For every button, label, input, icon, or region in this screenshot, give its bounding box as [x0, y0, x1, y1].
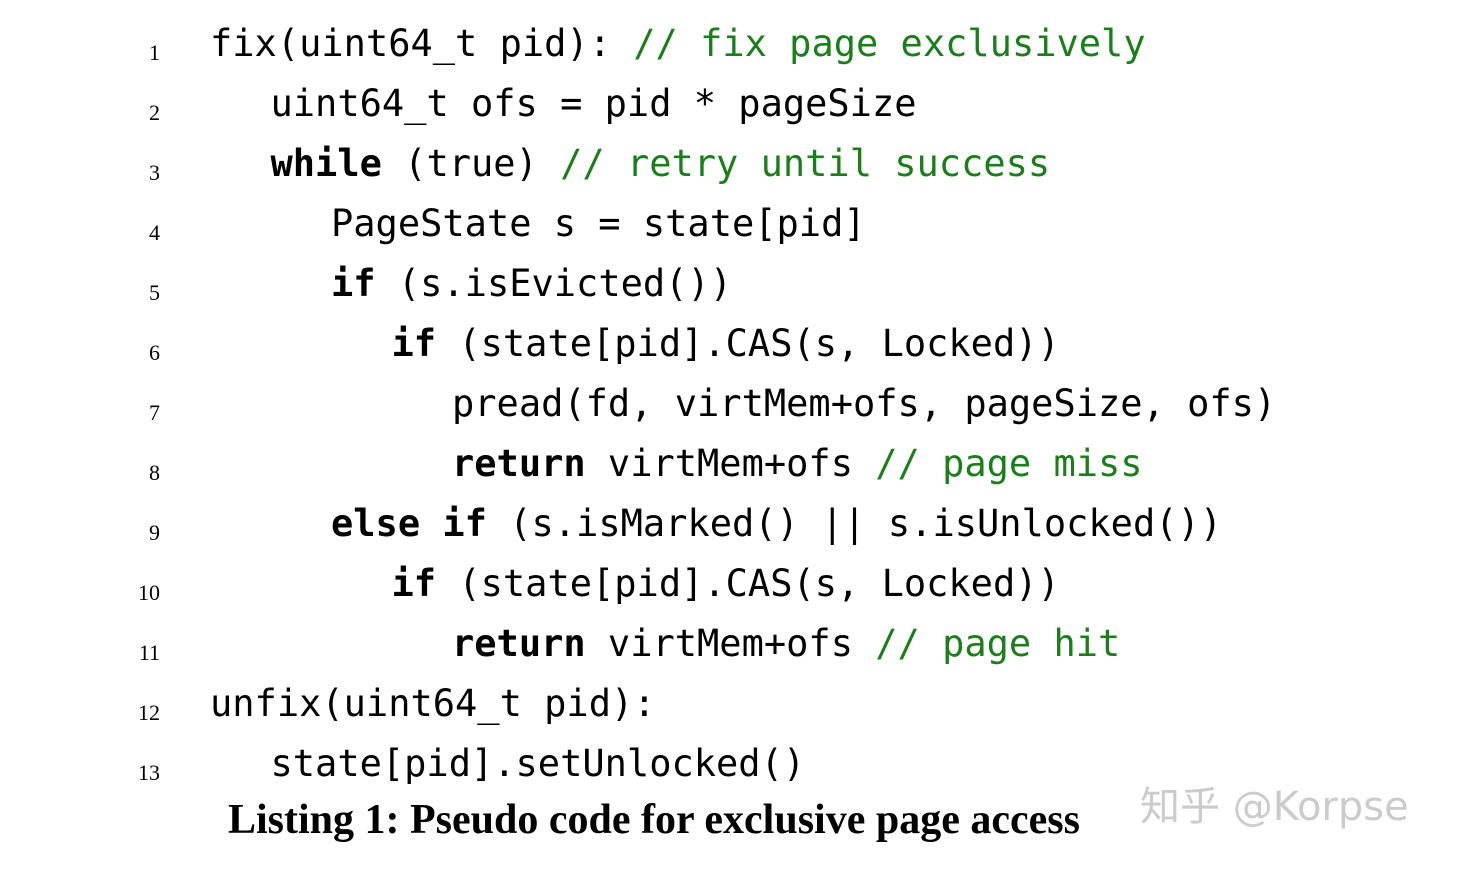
- line-number: 3: [149, 160, 160, 185]
- code-token: state[pid].setUnlocked(): [270, 742, 806, 785]
- keyword: return: [452, 442, 586, 485]
- code-line: 10 if (state[pid].CAS(s, Locked)): [0, 554, 1458, 614]
- line-number: 6: [149, 340, 160, 365]
- code-text: fix(uint64_t pid): // fix page exclusive…: [210, 14, 1146, 74]
- code-line: 5 if (s.isEvicted()): [0, 254, 1458, 314]
- watermark: 知乎 @Korpse: [1140, 784, 1409, 830]
- code-token: (s.isMarked() || s.isUnlocked()): [486, 502, 1223, 545]
- code-line: 3 while (true) // retry until success: [0, 134, 1458, 194]
- keyword: return: [452, 622, 586, 665]
- code-token: uint64_t ofs = pid * pageSize: [270, 82, 917, 125]
- code-text: else if (s.isMarked() || s.isUnlocked()): [331, 494, 1222, 554]
- comment: // page hit: [875, 622, 1121, 665]
- code-token: PageState s = state[pid]: [331, 202, 866, 245]
- code-token: (true): [381, 142, 561, 185]
- code-token: pread(fd, virtMem+ofs, pageSize, ofs): [452, 382, 1277, 425]
- code-line: 11 return virtMem+ofs // page hit: [0, 614, 1458, 674]
- comment: // retry until success: [560, 142, 1051, 185]
- code-token: virtMem+ofs: [585, 622, 876, 665]
- code-token: (s.isEvicted()): [375, 262, 732, 305]
- code-token: unfix(uint64_t pid):: [210, 682, 656, 725]
- line-number: 1: [149, 40, 160, 65]
- code-line: 9 else if (s.isMarked() || s.isUnlocked()…: [0, 494, 1458, 554]
- code-text: pread(fd, virtMem+ofs, pageSize, ofs): [452, 374, 1276, 434]
- line-number: 2: [149, 100, 160, 125]
- code-text: return virtMem+ofs // page hit: [452, 614, 1120, 674]
- line-number: 5: [149, 280, 160, 305]
- keyword: if: [391, 562, 437, 605]
- code-line: 2 uint64_t ofs = pid * pageSize: [0, 74, 1458, 134]
- line-number: 9: [149, 520, 160, 545]
- line-number: 4: [149, 220, 160, 245]
- line-number: 7: [149, 400, 160, 425]
- code-line: 6 if (state[pid].CAS(s, Locked)): [0, 314, 1458, 374]
- comment: // fix page exclusively: [633, 22, 1146, 65]
- keyword: if: [391, 322, 437, 365]
- code-text: unfix(uint64_t pid):: [210, 674, 656, 734]
- line-number: 13: [138, 760, 160, 785]
- code-text: if (s.isEvicted()): [331, 254, 732, 314]
- code-line: 13 state[pid].setUnlocked(): [0, 734, 1458, 794]
- code-line: 8 return virtMem+ofs // page miss: [0, 434, 1458, 494]
- code-token: (state[pid].CAS(s, Locked)): [436, 562, 1060, 605]
- keyword: else if: [331, 502, 487, 545]
- keyword: while: [270, 142, 382, 185]
- code-text: if (state[pid].CAS(s, Locked)): [392, 314, 1060, 374]
- code-text: if (state[pid].CAS(s, Locked)): [392, 554, 1060, 614]
- code-line: 4 PageState s = state[pid]: [0, 194, 1458, 254]
- code-text: while (true) // retry until success: [271, 134, 1051, 194]
- code-text: return virtMem+ofs // page miss: [452, 434, 1143, 494]
- line-number: 8: [149, 460, 160, 485]
- code-text: PageState s = state[pid]: [331, 194, 866, 254]
- code-token: virtMem+ofs: [585, 442, 876, 485]
- comment: // page miss: [875, 442, 1143, 485]
- listing-caption: Listing 1: Pseudo code for exclusive pag…: [228, 797, 1080, 843]
- code-line: 12 unfix(uint64_t pid):: [0, 674, 1458, 734]
- code-line: 1 fix(uint64_t pid): // fix page exclusiv…: [0, 14, 1458, 74]
- code-text: uint64_t ofs = pid * pageSize: [271, 74, 917, 134]
- code-text: state[pid].setUnlocked(): [271, 734, 806, 794]
- code-token: (state[pid].CAS(s, Locked)): [436, 322, 1060, 365]
- keyword: if: [331, 262, 376, 305]
- line-number: 10: [138, 580, 160, 605]
- code-line: 7 pread(fd, virtMem+ofs, pageSize, ofs): [0, 374, 1458, 434]
- line-number: 12: [138, 700, 160, 725]
- code-token: fix(uint64_t pid):: [210, 22, 634, 65]
- line-number: 11: [138, 640, 160, 665]
